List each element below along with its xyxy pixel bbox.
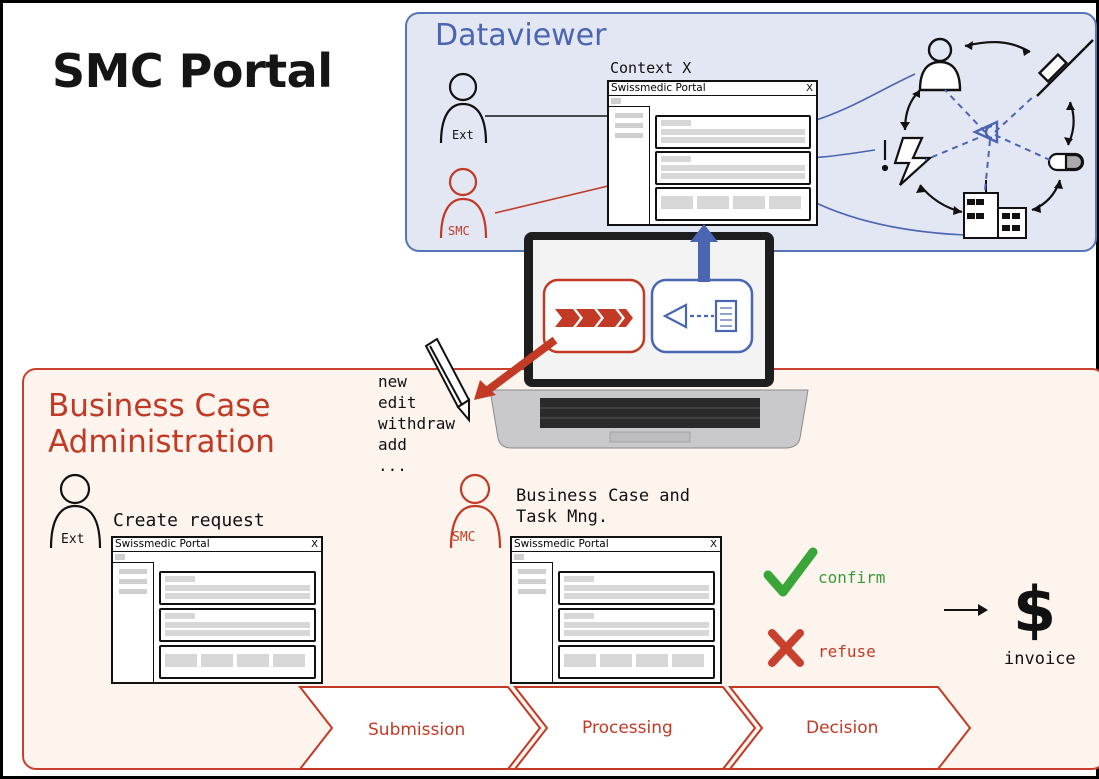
create-request-label: Create request: [113, 510, 265, 531]
task-management-label: Business Case and Task Mng.: [516, 486, 746, 528]
window-sidebar: [609, 106, 650, 224]
portal-window-processing: Swissmedic Portal X: [510, 536, 722, 684]
adverse-event-icon: [881, 136, 933, 186]
smc-label-top: SMC: [448, 224, 470, 238]
action-list: new edit withdraw add ...: [378, 371, 455, 476]
smc-user-icon-bottom: [449, 473, 502, 549]
business-case-title-line1: Business Case: [48, 388, 271, 424]
page-title: SMC Portal: [52, 44, 333, 98]
stage-label-decision: Decision: [806, 718, 879, 738]
window-title: Swissmedic Portal: [512, 538, 720, 552]
action-edit: edit: [378, 393, 417, 412]
stage-chevron-processing: [512, 686, 757, 770]
confirm-check-icon: [763, 547, 818, 597]
action-more: ...: [378, 456, 407, 475]
laptop-keyboard: [540, 398, 760, 428]
window-title: Swissmedic Portal: [113, 538, 321, 552]
refuse-label: refuse: [818, 642, 876, 661]
stage-chevron-decision: [727, 686, 972, 770]
patient-icon: [918, 37, 962, 92]
eye-icon-center: [972, 120, 999, 144]
process-chevrons-icon: [555, 309, 633, 327]
task-management-line1: Business Case and: [516, 486, 690, 506]
invoice-arrow-head: [978, 604, 988, 616]
red-arrow-shaft: [485, 336, 558, 394]
stage-label-submission: Submission: [368, 720, 466, 740]
dollar-icon: $: [1013, 573, 1057, 646]
smc-label-bottom: SMC: [452, 530, 476, 545]
window-close-label: X: [311, 539, 318, 550]
portal-window-dataviewer: Swissmedic Portal X: [607, 80, 818, 226]
action-withdraw: withdraw: [378, 414, 456, 433]
invoice-label: invoice: [1004, 649, 1076, 669]
stage-chevron-submission: [297, 686, 542, 770]
window-sidebar: [113, 562, 154, 682]
laptop-trackpad: [609, 431, 691, 443]
action-add: add: [378, 435, 407, 454]
eye-document-icon: [662, 299, 738, 333]
window-close-label: X: [710, 539, 717, 550]
ext-label-bottom: Ext: [61, 532, 85, 547]
pill-icon: [1047, 152, 1085, 172]
window-close-label: X: [806, 83, 813, 94]
hospital-building-icon: [963, 180, 1027, 239]
ext-user-icon-top: [439, 72, 488, 144]
smc-user-icon-top: [439, 167, 488, 239]
task-management-line2: Task Mng.: [516, 507, 609, 527]
ext-label-top: Ext: [452, 128, 474, 142]
stage-label-processing: Processing: [582, 718, 673, 738]
action-new: new: [378, 372, 407, 391]
window-sidebar: [512, 562, 553, 682]
pencil-icon: [424, 337, 471, 423]
up-arrow-shaft: [698, 238, 710, 282]
confirm-label: confirm: [818, 568, 886, 587]
dataviewer-title: Dataviewer: [435, 18, 607, 53]
stage-chevrons: [297, 686, 972, 770]
red-arrow-head: [474, 380, 496, 400]
refuse-cross-icon: [768, 629, 804, 667]
syringe-icon: [1036, 39, 1094, 97]
portal-window-request: Swissmedic Portal X: [111, 536, 323, 684]
window-title: Swissmedic Portal: [609, 82, 816, 96]
context-label: Context X: [610, 59, 692, 77]
up-arrow-head: [690, 224, 718, 242]
business-case-title-line2: Administration: [48, 424, 275, 460]
business-case-title: Business Case Administration: [48, 388, 275, 460]
ext-user-icon-bottom: [49, 473, 102, 549]
